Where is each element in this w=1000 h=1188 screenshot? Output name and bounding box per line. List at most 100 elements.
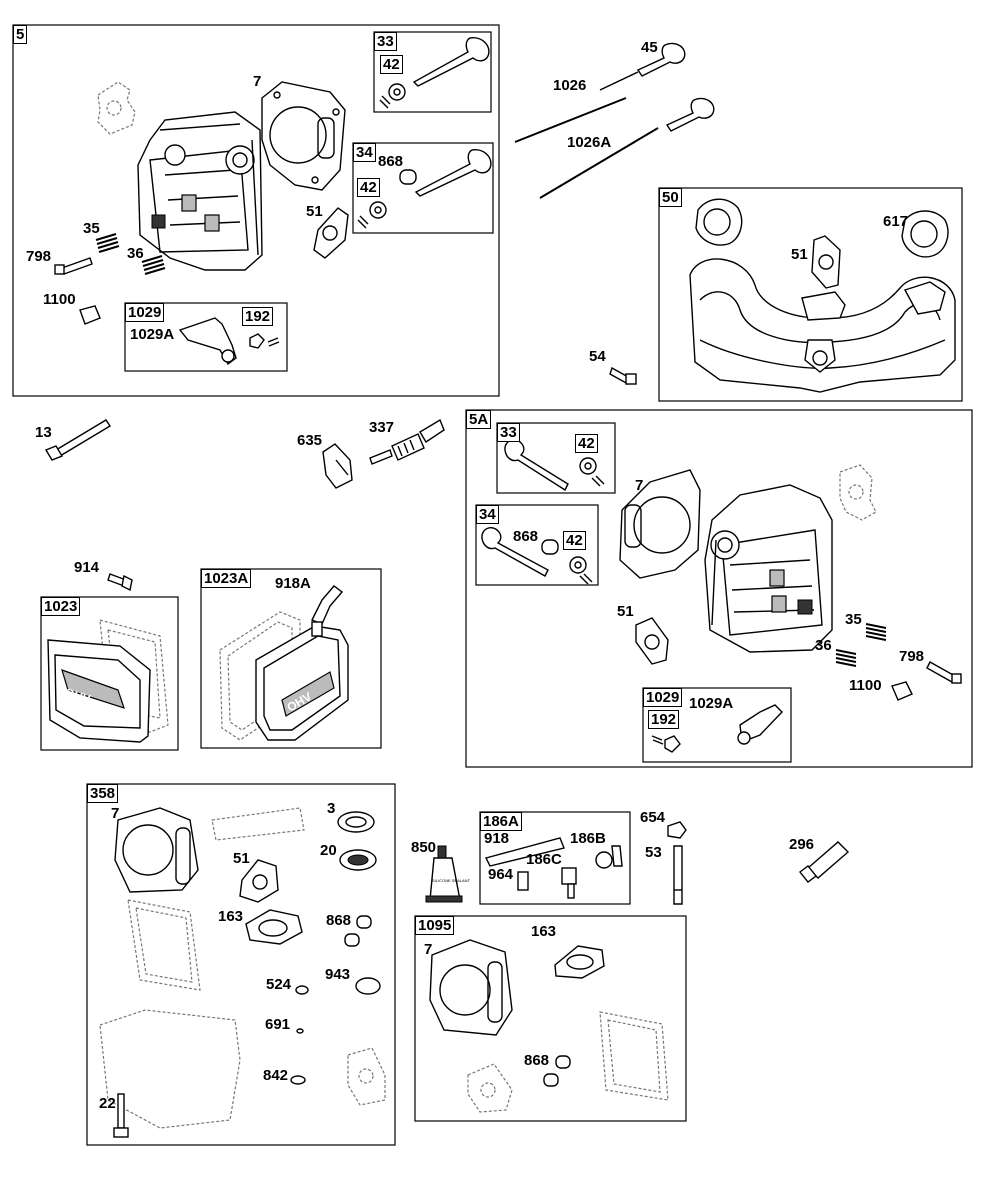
valve-33-right xyxy=(504,439,569,492)
intake-manifold xyxy=(689,258,956,393)
part-label-524: 524 xyxy=(266,976,292,993)
rocker-arm-1029A-right xyxy=(737,704,783,745)
kit-label-358: 358 xyxy=(87,784,119,803)
tube-918 xyxy=(484,837,565,867)
valve-head-1026A-upper xyxy=(665,97,715,132)
part-label-7-right: 7 xyxy=(635,477,644,494)
part-label-654: 654 xyxy=(640,809,666,826)
spark-plug-boot-635 xyxy=(322,443,353,489)
part-label-1026: 1026 xyxy=(553,77,587,94)
part-label-7-1095: 7 xyxy=(424,941,433,958)
oring-842 xyxy=(290,1075,306,1085)
part-label-296: 296 xyxy=(789,836,815,853)
part-label-943: 943 xyxy=(325,966,351,983)
breather-296 xyxy=(799,841,850,883)
part-label-36-top: 36 xyxy=(127,245,144,262)
kit-1095-box xyxy=(414,915,687,1122)
keeper-42-right-b xyxy=(569,556,593,585)
spring-36-top xyxy=(141,255,166,275)
kit-50-box xyxy=(658,187,963,402)
valve-cover-gasket-1023 xyxy=(99,619,169,733)
head-gasket-1095 xyxy=(429,939,513,1036)
fitting-186C xyxy=(561,867,577,899)
kit-1029-top-box xyxy=(124,302,288,372)
part-label-918A: 918A xyxy=(275,575,311,592)
push-rod-1026A xyxy=(539,127,659,199)
bolt-22 xyxy=(113,1093,129,1138)
part-label-798-top: 798 xyxy=(26,248,52,265)
crankcase-gasket-358 xyxy=(99,1009,241,1129)
kit-33-right-box xyxy=(496,422,616,494)
kit-label-42-top-b: 42 xyxy=(357,178,380,197)
spring-35-right xyxy=(865,623,887,641)
sealant-tube-850 xyxy=(425,845,463,903)
manifold-gasket-51 xyxy=(811,235,841,289)
seal-3 xyxy=(337,811,375,833)
part-label-798-right: 798 xyxy=(899,648,925,665)
kit-label-1095: 1095 xyxy=(415,916,455,935)
valve-seal-868-358 xyxy=(344,915,372,947)
oring-691 xyxy=(296,1028,304,1034)
sealant-label: SILICONE SEALANT xyxy=(432,878,471,883)
part-label-36-right: 36 xyxy=(815,637,832,654)
part-label-1029A-top: 1029A xyxy=(130,326,175,343)
part-label-617: 617 xyxy=(883,213,909,230)
part-label-3: 3 xyxy=(327,800,336,817)
ohv-logo-1023: OHV xyxy=(63,685,92,706)
plug-964 xyxy=(517,871,529,891)
cylinder-head-top xyxy=(137,111,263,271)
spring-36-right xyxy=(835,649,857,667)
kit-5-box xyxy=(12,24,500,397)
kit-label-192-right: 192 xyxy=(648,710,680,729)
valve-34-right xyxy=(481,527,559,577)
part-label-842: 842 xyxy=(263,1067,289,1084)
valve-cover-gasket-outline-top xyxy=(97,81,136,135)
exhaust-flange-gasket-1095 xyxy=(467,1063,513,1113)
breather-tube-918A xyxy=(311,585,344,625)
kit-33-top-box xyxy=(373,31,492,113)
kit-34-right-box xyxy=(475,504,599,586)
valve-34-top xyxy=(357,149,492,229)
push-rod-1026 xyxy=(514,97,627,143)
part-label-850: 850 xyxy=(411,839,437,856)
part-label-918: 918 xyxy=(484,830,510,847)
kit-label-50: 50 xyxy=(659,188,682,207)
part-label-1100-right: 1100 xyxy=(849,677,882,694)
kit-label-1023: 1023 xyxy=(41,597,81,616)
valve-cover-gasket-358 xyxy=(211,807,305,841)
seal-20 xyxy=(339,849,377,871)
kit-label-42-right-a: 42 xyxy=(575,434,598,453)
part-label-1026A: 1026A xyxy=(567,134,612,151)
valve-cover-1023A xyxy=(255,621,349,741)
part-label-1100-top: 1100 xyxy=(43,291,76,308)
kit-1029-right-box xyxy=(642,687,792,763)
part-label-54: 54 xyxy=(589,348,606,365)
part-label-337: 337 xyxy=(369,419,395,436)
kit-label-192-top: 192 xyxy=(242,307,274,326)
part-label-35-top: 35 xyxy=(83,220,100,237)
kit-label-42-top-a: 42 xyxy=(380,55,403,74)
kit-label-5: 5 xyxy=(13,25,28,44)
part-label-22: 22 xyxy=(99,1095,116,1112)
valve-33-top xyxy=(379,37,490,109)
kit-label-186A: 186A xyxy=(480,812,522,831)
part-label-51-right: 51 xyxy=(617,603,634,620)
kit-5A-box xyxy=(465,409,973,768)
nut-654 xyxy=(667,821,687,839)
spring-35-top xyxy=(95,233,120,253)
nut-192-top xyxy=(249,333,280,349)
part-label-868-top: 868 xyxy=(378,153,404,170)
rocker-arm-1029A-top xyxy=(178,317,237,366)
keeper-42-right-a xyxy=(579,457,605,487)
stud-53 xyxy=(673,845,683,905)
kit-1023-box xyxy=(40,596,179,751)
part-label-7-358: 7 xyxy=(111,805,120,822)
exhaust-flange-gasket-358 xyxy=(347,1047,386,1106)
kit-1023A-box xyxy=(200,568,382,749)
part-label-51-358: 51 xyxy=(233,850,250,867)
oring-943 xyxy=(355,977,381,995)
bolt-798-right xyxy=(926,661,962,684)
part-label-914: 914 xyxy=(74,559,100,576)
exhaust-gasket-163-1095 xyxy=(554,945,605,979)
